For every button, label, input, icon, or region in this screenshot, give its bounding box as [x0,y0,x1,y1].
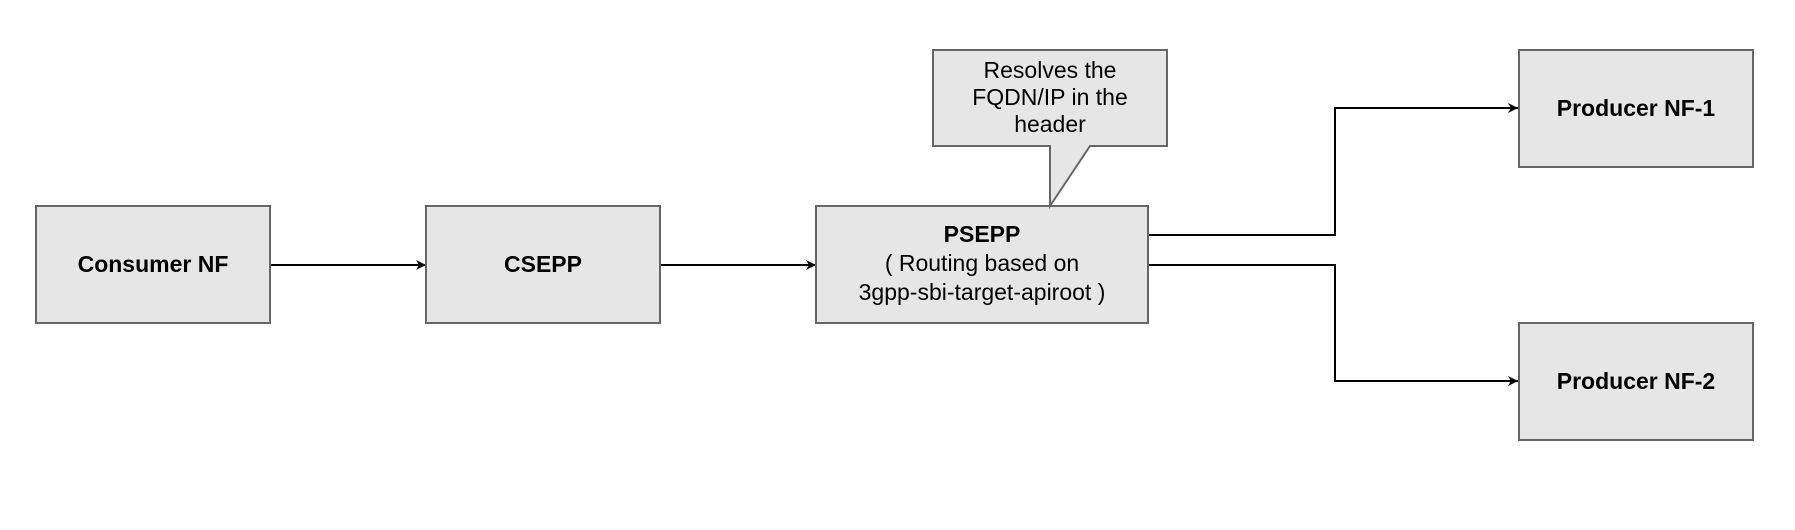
node-psepp-title: PSEPP [944,221,1021,247]
callout-resolves-fqdn: Resolves the FQDN/IP in the header [932,49,1168,210]
node-psepp-routing-line: ( Routing based on [885,250,1079,276]
node-csepp[interactable]: CSEPP [425,205,661,324]
node-consumer-nf-label: Consumer NF [78,251,229,277]
node-csepp-box [425,205,661,324]
node-csepp-label: CSEPP [504,251,582,277]
node-producer-nf-2-box [1518,322,1754,441]
edges [271,103,1518,386]
node-producer-nf-1[interactable]: Producer NF-1 [1518,49,1754,168]
edge-psepp-to-producer-1 [1148,103,1518,236]
node-consumer-nf-box [35,205,271,324]
node-psepp-apiroot-line: 3gpp-sbi-target-apiroot ) [859,279,1106,305]
node-producer-nf-1-box [1518,49,1754,168]
edge-psepp-to-producer-2 [1148,264,1518,386]
node-psepp-box [815,205,1149,324]
node-consumer-nf[interactable]: Consumer NF [35,205,271,324]
callout-line-1: Resolves the [984,57,1117,83]
node-producer-nf-2[interactable]: Producer NF-2 [1518,322,1754,441]
callout-line-3: header [1014,111,1086,137]
node-producer-nf-1-label: Producer NF-1 [1557,95,1716,121]
callout-shape [932,49,1168,210]
node-producer-nf-2-label: Producer NF-2 [1557,368,1715,394]
callout-line-2: FQDN/IP in the [972,84,1128,110]
node-psepp[interactable]: PSEPP ( Routing based on 3gpp-sbi-target… [815,205,1149,324]
